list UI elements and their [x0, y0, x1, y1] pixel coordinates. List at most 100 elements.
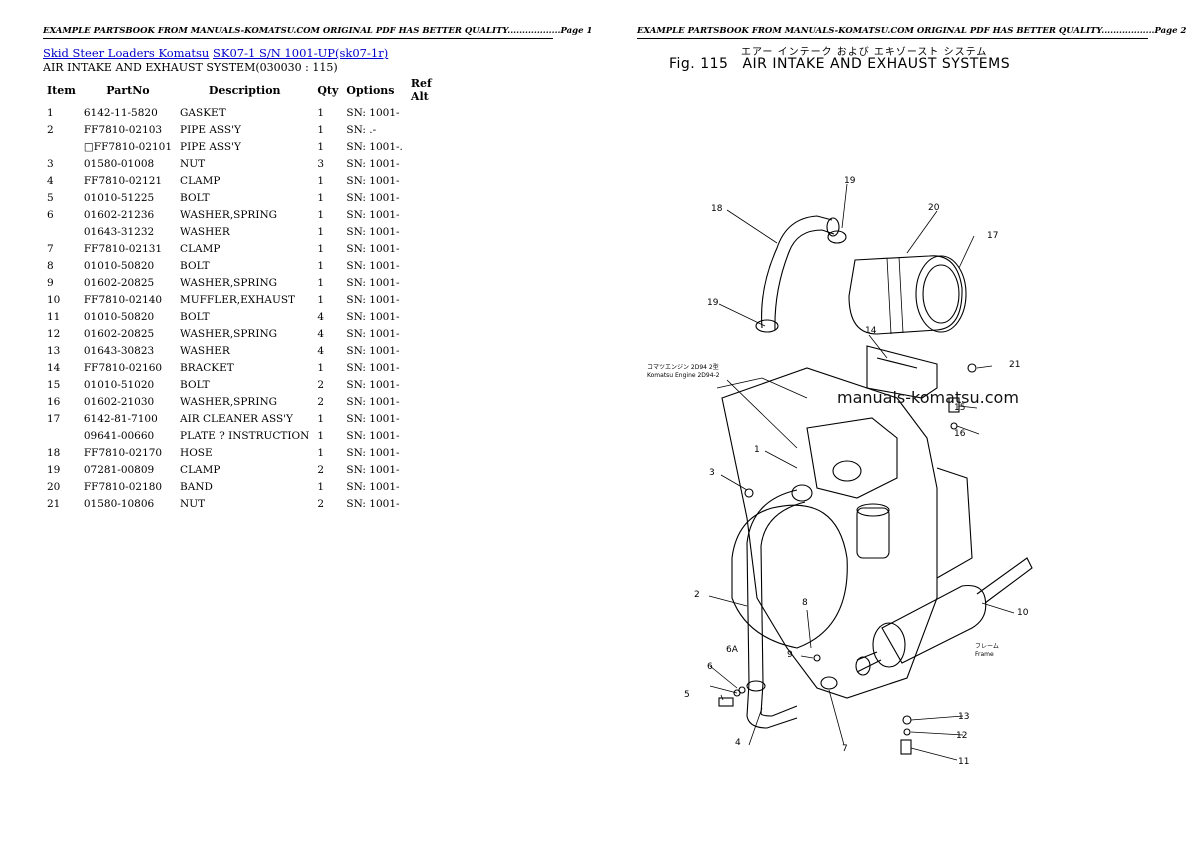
cell-description: BRACKET [180, 361, 234, 374]
cell-description: PIPE ASS'Y [180, 140, 241, 153]
cell-qty: 2 [317, 463, 325, 476]
cell-partno: FF7810-02131 [83, 242, 163, 255]
cell-partno: 01602-21236 [83, 208, 155, 221]
engine-note-leader [726, 379, 798, 449]
cell-ref_alt [407, 461, 455, 478]
cell-item: 7 [47, 242, 54, 255]
callout-label: 10 [1017, 608, 1029, 618]
callout-label: 15 [954, 403, 966, 413]
cell-ref_alt [407, 427, 455, 444]
muffler-drawing [855, 557, 1033, 676]
washer-drawing [813, 654, 821, 662]
figure-title-text: AIR INTAKE AND EXHAUST SYSTEMS [742, 56, 1011, 72]
section-title: AIR INTAKE AND EXHAUST SYSTEM(030030 : 1… [43, 61, 338, 74]
callout-label: 19 [844, 176, 856, 186]
breadcrumb: Skid Steer Loaders Komatsu SK07-1 S/N 10… [43, 46, 388, 60]
callout-label: 17 [987, 231, 999, 241]
cell-ref_alt [407, 308, 455, 325]
cell-ref_alt [407, 138, 455, 155]
callout-label: 2 [694, 590, 700, 600]
cell-partno: □FF7810-02101 [83, 140, 173, 153]
frame-note-en: Frame [975, 651, 994, 658]
bolt-drawing [948, 397, 960, 413]
cell-item [43, 427, 80, 444]
cell-description: CLAMP [180, 242, 221, 255]
exploded-diagram [708, 183, 1033, 761]
cell-partno: 01643-30823 [83, 344, 155, 357]
cell-options: SN: 1001- [346, 174, 400, 187]
cell-options: SN: 1001- [346, 225, 400, 238]
cell-ref_alt [407, 410, 455, 427]
cell-description: PLATE ? INSTRUCTION [180, 429, 310, 442]
header-ref-alt: Ref Alt [410, 77, 432, 103]
cell-item: 3 [47, 157, 54, 170]
cell-partno: 01602-20825 [83, 327, 155, 340]
breadcrumb-link-category[interactable]: Skid Steer Loaders Komatsu [43, 46, 210, 60]
bolt-drawing [718, 697, 734, 707]
header-item: Item [47, 83, 76, 97]
cell-options: SN: 1001- [346, 446, 400, 459]
cell-ref_alt [407, 172, 455, 189]
cell-description: WASHER [180, 225, 230, 238]
cell-ref_alt [407, 206, 455, 223]
cell-options: SN: 1001- [346, 378, 400, 391]
cell-item: 13 [47, 344, 61, 357]
clamp-drawing [827, 230, 847, 244]
callout-label: 21 [1009, 360, 1021, 370]
hose-drawing [761, 215, 840, 331]
cell-ref_alt [407, 376, 455, 393]
cell-description: BOLT [180, 310, 210, 323]
cell-item [43, 223, 80, 240]
cell-item: 15 [47, 378, 61, 391]
cell-options: SN: 1001- [346, 259, 400, 272]
cell-ref_alt [407, 359, 455, 376]
callout-label: 6A [726, 645, 738, 655]
cell-item: 5 [47, 191, 54, 204]
cell-ref_alt [407, 325, 455, 342]
cell-description: WASHER,SPRING [180, 327, 278, 340]
cell-partno: 09641-00660 [83, 429, 155, 442]
breadcrumb-link-model[interactable]: SK07-1 S/N 1001-UP(sk07-1r) [213, 46, 389, 60]
cell-ref_alt [407, 478, 455, 495]
callout-label: 14 [865, 326, 877, 336]
cell-options: SN: 1001- [346, 327, 400, 340]
page-header-right: EXAMPLE PARTSBOOK FROM MANUALS-KOMATSU.C… [637, 26, 1186, 39]
cell-item: 10 [47, 293, 61, 306]
cell-ref_alt [407, 393, 455, 410]
cell-description: CLAMP [180, 174, 221, 187]
cell-partno: FF7810-02180 [83, 480, 163, 493]
clamp-drawing [755, 319, 779, 333]
cell-item: 20 [47, 480, 61, 493]
cell-item: 12 [47, 327, 61, 340]
callout-label: 4 [735, 738, 741, 748]
callout-label: 18 [711, 204, 723, 214]
cell-description: BOLT [180, 191, 210, 204]
cell-description: WASHER [180, 344, 230, 357]
cell-ref_alt [407, 240, 455, 257]
engine-drawing [716, 367, 973, 699]
cell-ref_alt [407, 121, 455, 138]
cell-partno: 01010-51020 [83, 378, 155, 391]
cell-partno: 07281-00809 [83, 463, 155, 476]
cell-item: 11 [47, 310, 61, 323]
callout-label: 8 [802, 598, 808, 608]
cell-qty: 1 [317, 412, 325, 425]
cell-options: SN: 1001- [346, 310, 400, 323]
header-description: Description [208, 83, 281, 97]
cell-partno: 01580-01008 [83, 157, 155, 170]
leader-lines [708, 183, 1015, 761]
